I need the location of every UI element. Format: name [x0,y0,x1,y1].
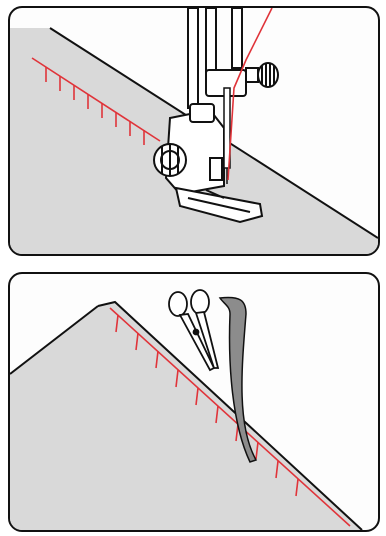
panel-trimming [8,272,380,532]
trimming-illustration [10,274,378,530]
panel-sewing [8,6,380,256]
fabric [10,302,362,530]
sewing-illustration [10,8,378,254]
